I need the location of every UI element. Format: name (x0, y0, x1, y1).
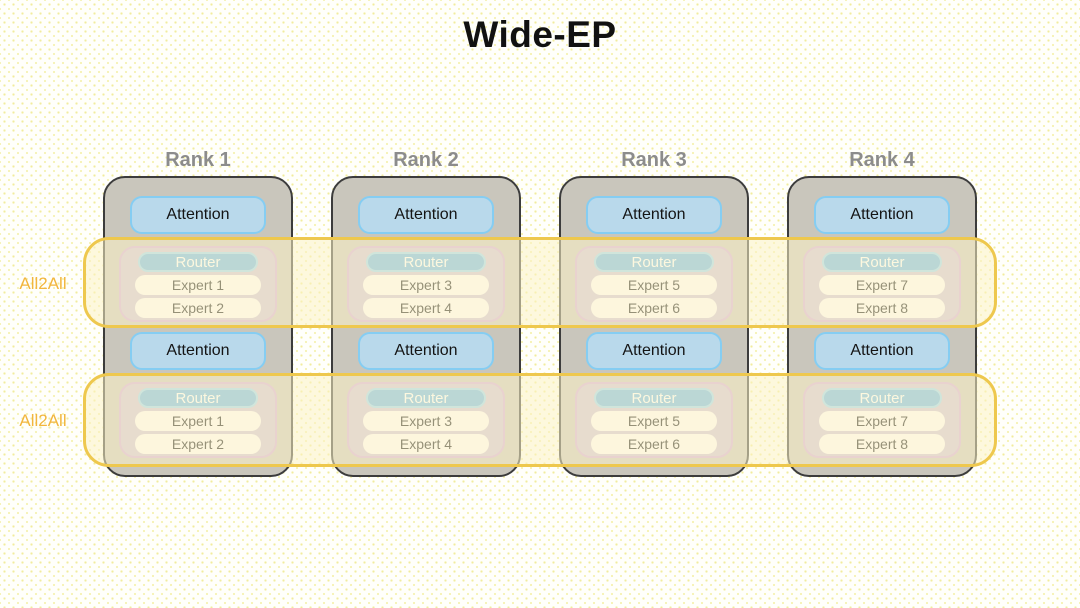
attention-block: Attention (358, 332, 494, 370)
all2all-band-top (83, 237, 997, 328)
rank-label: Rank 3 (621, 149, 687, 171)
attention-block: Attention (586, 332, 722, 370)
rank-group-2: Rank 2 Attention Router Expert 3 Expert … (331, 148, 521, 477)
attention-block: Attention (814, 332, 950, 370)
rank-label: Rank 4 (849, 149, 915, 171)
rank-label: Rank 2 (393, 149, 459, 171)
all2all-label-top: All2All (19, 274, 67, 293)
rank-label: Rank 1 (165, 149, 231, 171)
all2all-label-bottom: All2All (19, 411, 67, 430)
attention-block: Attention (130, 196, 266, 234)
attention-block: Attention (358, 196, 494, 234)
diagram-title: Wide-EP (463, 14, 617, 55)
rank-group-4: Rank 4 Attention Router Expert 7 Expert … (787, 148, 977, 477)
attention-block: Attention (814, 196, 950, 234)
all2all-band-bottom (83, 373, 997, 467)
attention-block: Attention (586, 196, 722, 234)
rank-group-1: Rank 1 Attention Router Expert 1 Expert … (103, 148, 293, 477)
rank-group-3: Rank 3 Attention Router Expert 5 Expert … (559, 148, 749, 477)
attention-block: Attention (130, 332, 266, 370)
